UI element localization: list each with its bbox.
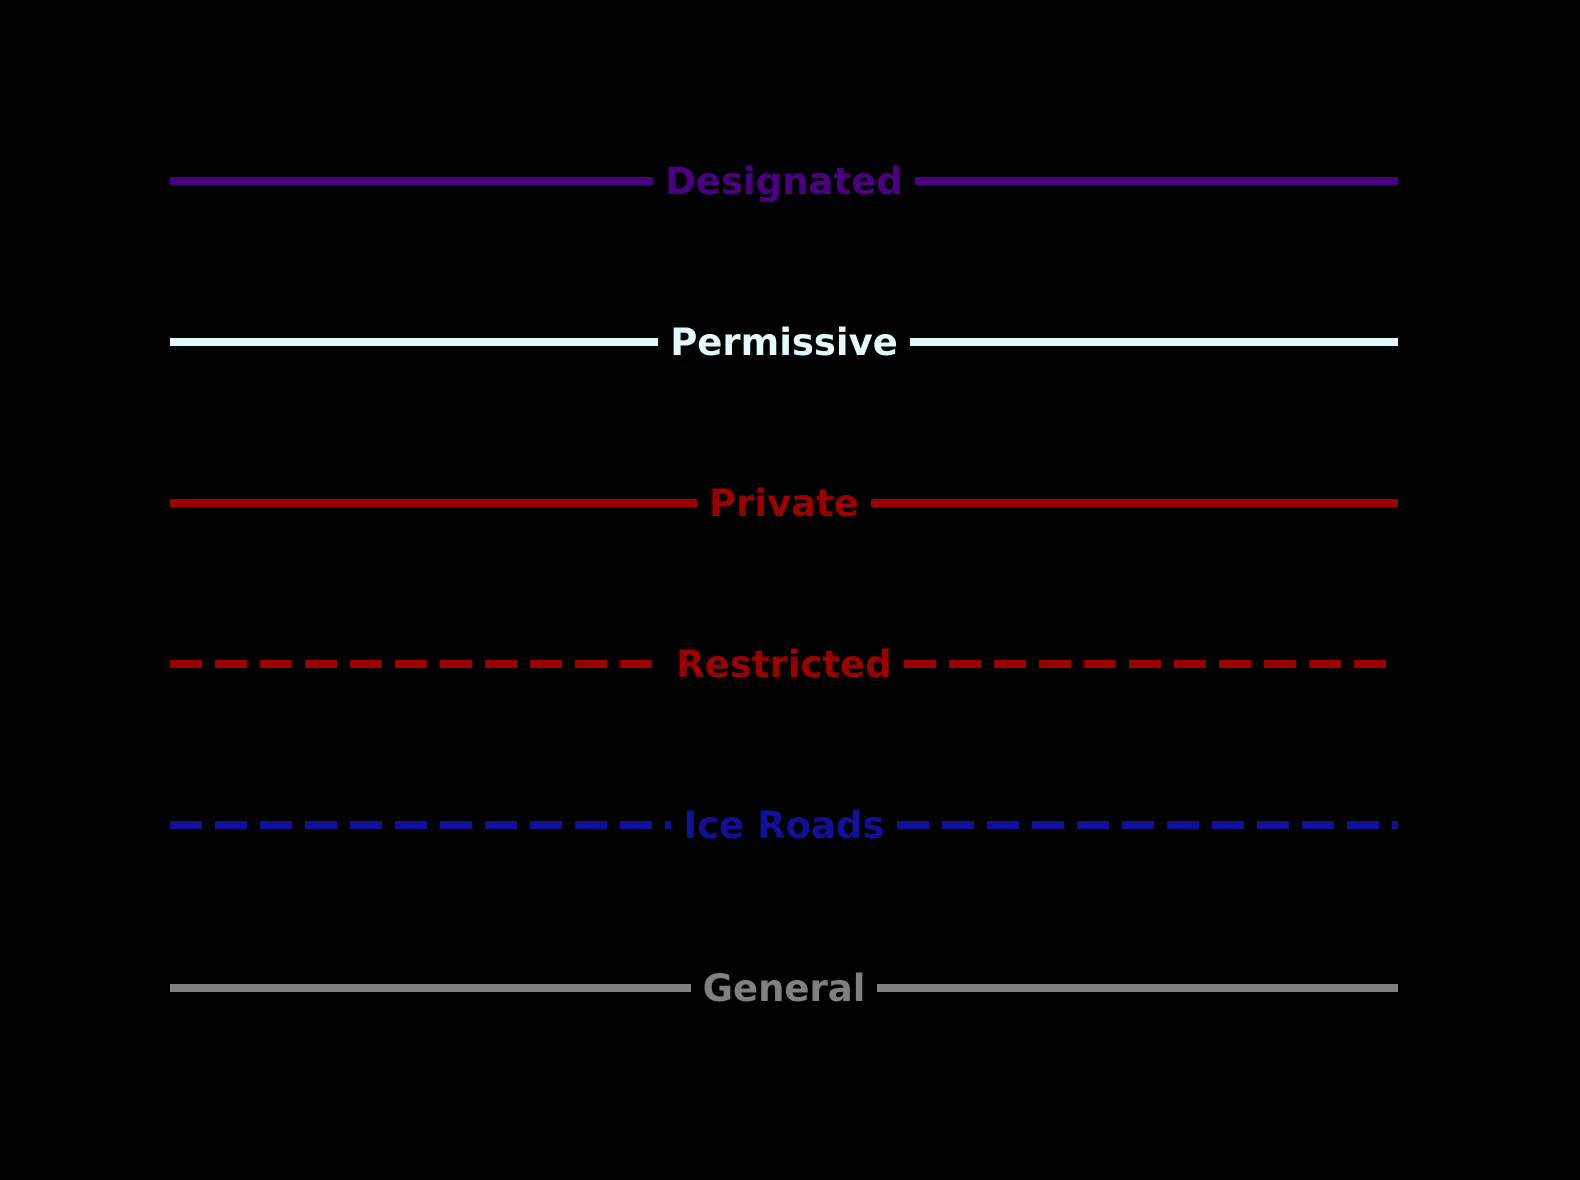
legend-label-general: General [702, 966, 866, 1010]
legend-line-general [170, 984, 691, 992]
legend-line-general-right [877, 984, 1399, 992]
legend-row-private[interactable]: Private [170, 473, 1399, 533]
legend-line-restricted-right [903, 660, 1398, 668]
legend-line-ice-roads [170, 821, 672, 829]
legend-row-restricted[interactable]: Restricted [170, 634, 1398, 694]
legend-line-private-right [870, 499, 1399, 507]
legend-line-designated-right [914, 177, 1399, 185]
legend-row-general[interactable]: General [170, 958, 1399, 1018]
legend-label-designated: Designated [665, 159, 903, 203]
legend-line-restricted [170, 660, 665, 668]
legend-line-ice-roads-right [896, 821, 1398, 829]
legend-line-permissive [170, 338, 659, 346]
legend-line-designated [170, 177, 654, 185]
legend-label-permissive: Permissive [670, 320, 898, 364]
legend-row-permissive[interactable]: Permissive [170, 312, 1399, 372]
legend-label-private: Private [709, 481, 859, 525]
legend-label-restricted: Restricted [676, 642, 892, 686]
legend-line-permissive-right [909, 338, 1399, 346]
legend-row-ice-roads[interactable]: Ice Roads [170, 795, 1398, 855]
legend-row-designated[interactable]: Designated [170, 151, 1399, 211]
legend-line-private [170, 499, 698, 507]
legend-label-ice-roads: Ice Roads [683, 803, 885, 847]
